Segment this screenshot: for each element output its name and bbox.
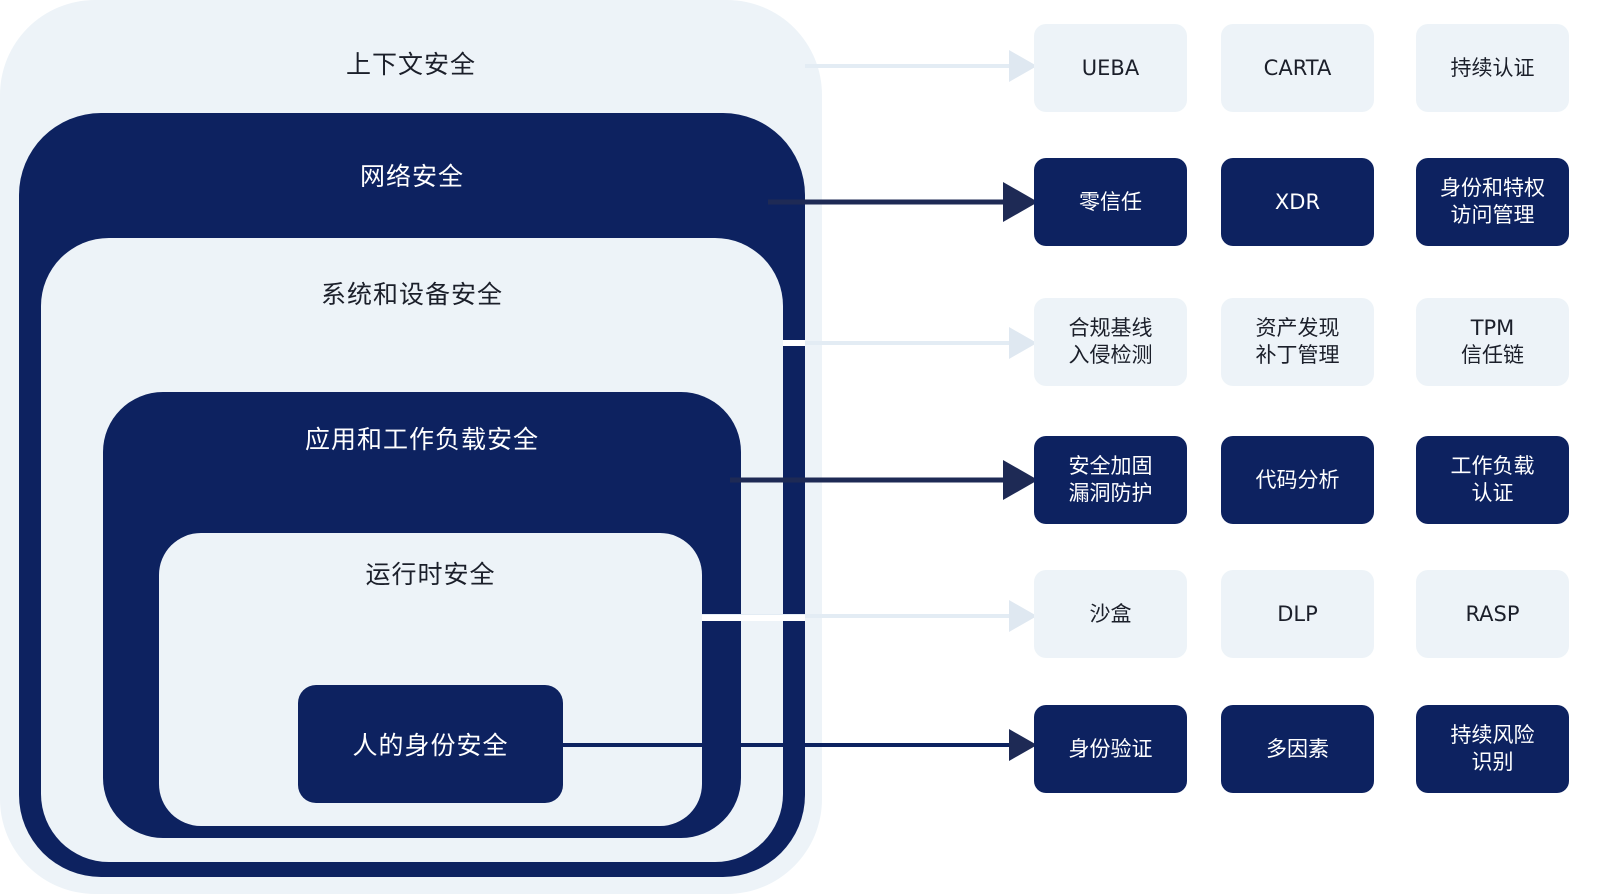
card-carta-line-1: CARTA	[1263, 55, 1332, 80]
card-sandbox: 沙盒	[1034, 570, 1187, 658]
card-ueba: UEBA	[1034, 24, 1187, 112]
card-identity-privileged-access: 身份和特权 访问管理	[1416, 158, 1569, 246]
card-continuous-auth-line-1: 持续认证	[1450, 55, 1535, 80]
card-hardening-vuln: 安全加固 漏洞防护	[1034, 436, 1187, 524]
card-workload-auth-line-2: 认证	[1471, 481, 1514, 505]
layer-human-identity-security: 人的身份安全	[298, 685, 563, 803]
card-identity-verification-line-1: 身份验证	[1068, 736, 1153, 761]
card-workload-auth: 工作负载 认证	[1416, 436, 1569, 524]
card-workload-auth-line-1: 工作负载	[1450, 454, 1535, 478]
card-asset-patch: 资产发现 补丁管理	[1221, 298, 1374, 386]
layer-context-security-title: 上下文安全	[345, 50, 476, 79]
card-code-analysis-line-1: 代码分析	[1255, 467, 1340, 492]
layer-human-identity-security-title: 人的身份安全	[352, 731, 509, 760]
card-tpm-chain-line-2: 信任链	[1461, 343, 1524, 367]
card-hardening-vuln-line-1: 安全加固	[1068, 454, 1153, 478]
card-sandbox-line-1: 沙盒	[1089, 601, 1132, 626]
card-compliance-intrusion: 合规基线 入侵检测	[1034, 298, 1187, 386]
card-compliance-intrusion-line-1: 合规基线	[1068, 316, 1153, 340]
card-continuous-auth: 持续认证	[1416, 24, 1569, 112]
layer-system-device-security-title: 系统和设备安全	[320, 280, 503, 309]
card-tpm-chain-line-1: TPM	[1470, 316, 1515, 340]
card-zero-trust: 零信任	[1034, 158, 1187, 246]
card-rasp: RASP	[1416, 570, 1569, 658]
card-compliance-intrusion-line-2: 入侵检测	[1068, 343, 1153, 367]
card-identity-privileged-access-line-1: 身份和特权	[1440, 176, 1545, 200]
card-multi-factor-line-1: 多因素	[1266, 736, 1329, 761]
card-ueba-line-1: UEBA	[1081, 55, 1140, 80]
card-continuous-risk-line-1: 持续风险	[1450, 723, 1535, 747]
card-carta: CARTA	[1221, 24, 1374, 112]
layer-runtime-security-title: 运行时安全	[365, 560, 496, 589]
card-hardening-vuln-line-2: 漏洞防护	[1068, 481, 1153, 505]
layer-network-security-title: 网络安全	[359, 162, 464, 191]
card-continuous-risk-line-2: 识别	[1471, 750, 1514, 774]
card-zero-trust-line-1: 零信任	[1079, 189, 1142, 214]
card-xdr-line-1: XDR	[1274, 189, 1321, 214]
card-identity-privileged-access-line-2: 访问管理	[1450, 203, 1535, 227]
card-asset-patch-line-2: 补丁管理	[1255, 343, 1340, 367]
card-continuous-risk: 持续风险 识别	[1416, 705, 1569, 793]
layer-app-workload-security-title: 应用和工作负载安全	[304, 425, 539, 454]
card-rasp-line-1: RASP	[1465, 601, 1520, 626]
card-dlp-line-1: DLP	[1277, 601, 1318, 626]
card-tpm-chain: TPM 信任链	[1416, 298, 1569, 386]
card-identity-verification: 身份验证	[1034, 705, 1187, 793]
card-multi-factor: 多因素	[1221, 705, 1374, 793]
card-code-analysis: 代码分析	[1221, 436, 1374, 524]
card-xdr: XDR	[1221, 158, 1374, 246]
card-asset-patch-line-1: 资产发现	[1255, 316, 1340, 340]
card-dlp: DLP	[1221, 570, 1374, 658]
